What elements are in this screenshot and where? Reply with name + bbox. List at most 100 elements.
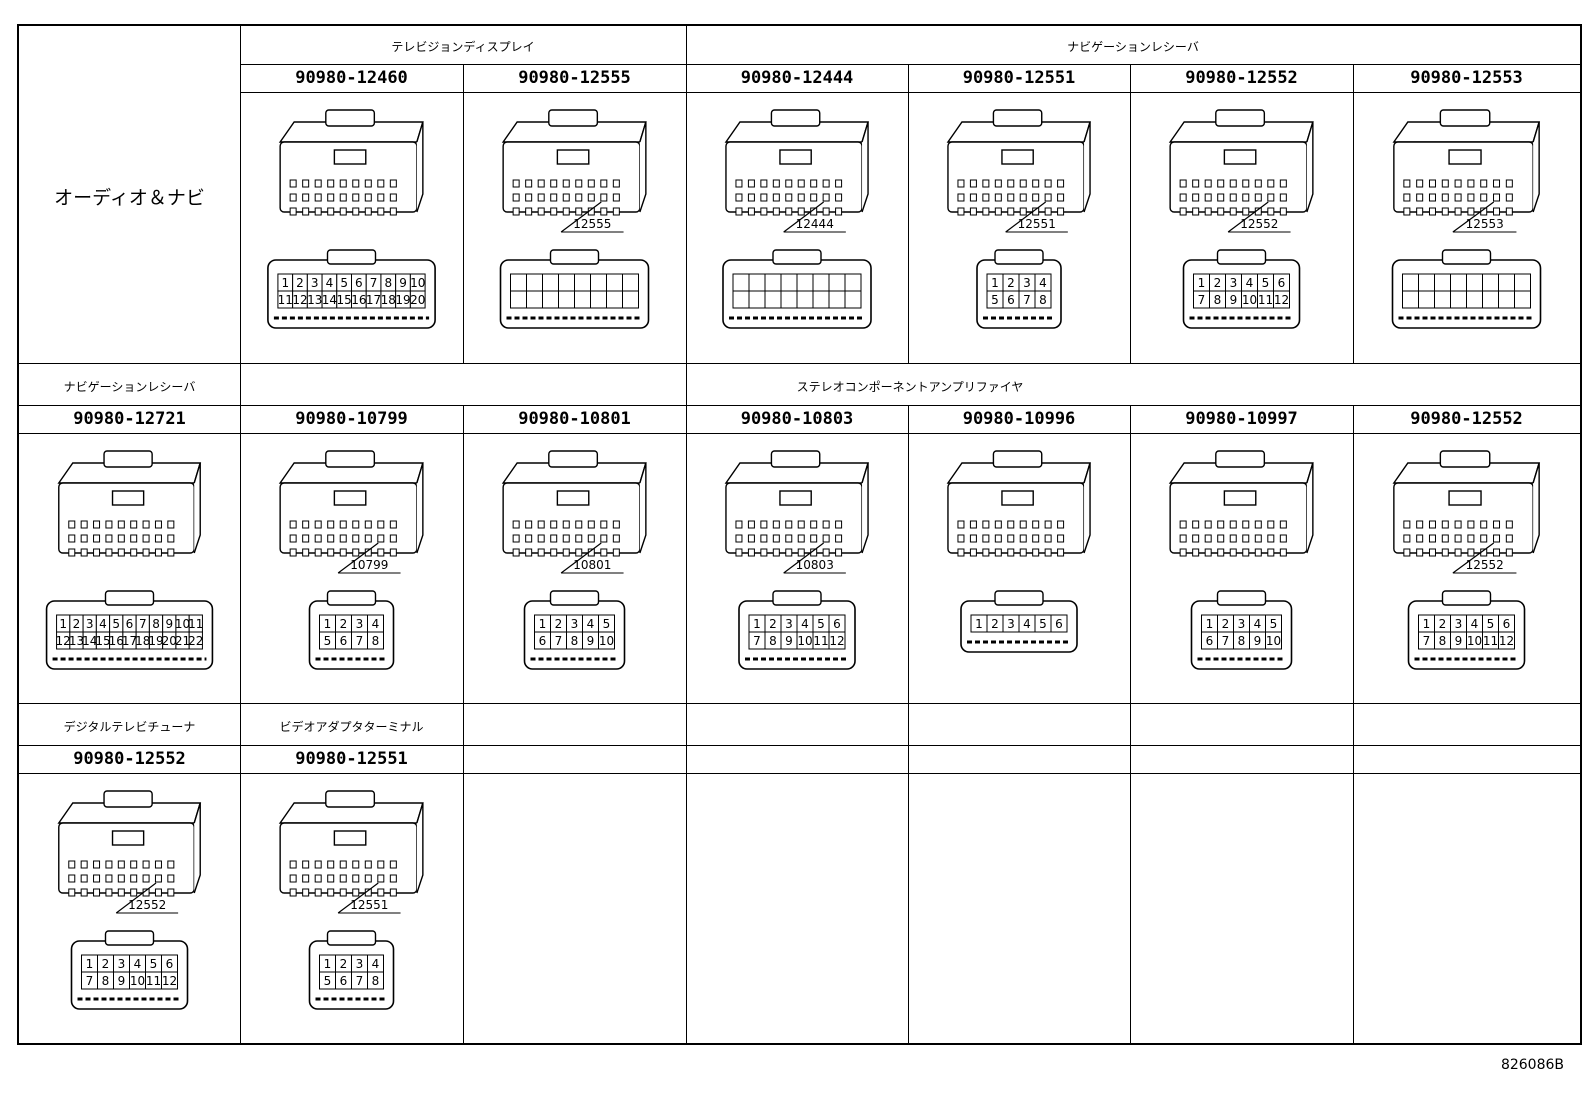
pin-number: 2 <box>73 617 81 631</box>
pin-cavity <box>574 273 591 292</box>
pin-number: 11 <box>1258 293 1273 307</box>
callout-label: 12552 <box>1240 217 1278 231</box>
connector-body-icon <box>1168 450 1314 557</box>
part-number: 90980-10801 <box>518 409 631 429</box>
pin-cavity <box>598 631 615 650</box>
pin-number: 5 <box>150 957 158 971</box>
pin-number: 15 <box>337 293 352 307</box>
callout-arrow-icon <box>115 882 179 914</box>
pin-number: 5 <box>324 634 332 648</box>
pin-number: 13 <box>69 634 84 648</box>
connector-body-icon <box>278 450 424 557</box>
pin-number: 9 <box>1455 634 1463 648</box>
pin-layout-icon <box>499 249 650 329</box>
pin-number: 5 <box>1039 617 1047 631</box>
pin-number: 5 <box>991 293 999 307</box>
pin-cavity <box>844 273 862 292</box>
pin-cavity <box>590 273 607 292</box>
pin-number: 20 <box>162 634 177 648</box>
pin-cavity <box>1466 273 1483 292</box>
pin-cavity <box>1402 273 1419 292</box>
connector-body-icon <box>278 790 424 897</box>
pin-number: 6 <box>1206 634 1214 648</box>
pin-number: 8 <box>769 634 777 648</box>
pin-number: 10 <box>797 634 812 648</box>
callout-label: 12553 <box>1466 217 1504 231</box>
main-category-label: オーディオ＆ナビ <box>54 187 205 209</box>
pin-number: 9 <box>1230 293 1238 307</box>
pin-number: 2 <box>1222 617 1230 631</box>
pin-cavity <box>622 273 639 292</box>
pin-number: 9 <box>118 974 126 988</box>
connector-body-icon <box>946 450 1091 557</box>
pin-cavity <box>161 971 178 990</box>
pin-layout-icon <box>1391 249 1542 329</box>
pin-number: 8 <box>372 974 380 988</box>
pin-cavity <box>606 273 623 292</box>
pin-number: 10 <box>175 617 190 631</box>
pin-number: 3 <box>1230 276 1238 290</box>
pin-number: 3 <box>86 617 94 631</box>
pin-number: 11 <box>813 634 828 648</box>
connector-table <box>17 24 1582 1045</box>
pin-number: 12 <box>162 974 177 988</box>
pin-cavity <box>1434 290 1451 309</box>
pin-cavity <box>796 273 814 292</box>
connector-body-icon <box>724 450 869 557</box>
pin-cavity <box>1450 290 1467 309</box>
pin-cavity <box>526 290 543 309</box>
pin-number: 4 <box>372 957 380 971</box>
pin-number: 6 <box>1278 276 1286 290</box>
pin-number: 1 <box>753 617 761 631</box>
pin-number: 8 <box>384 276 392 290</box>
pin-number: 7 <box>1222 634 1230 648</box>
pin-number: 16 <box>351 293 366 307</box>
pin-number: 4 <box>99 617 107 631</box>
pin-number: 12 <box>56 634 71 648</box>
group-label-stereo-amplifier: ステレオコンポーネントアンプリファイヤ <box>796 380 1024 394</box>
pin-cavity <box>844 290 862 309</box>
part-number: 90980-10799 <box>295 409 408 429</box>
pin-number: 5 <box>1487 617 1495 631</box>
pin-number: 6 <box>166 957 174 971</box>
pin-number: 3 <box>118 957 126 971</box>
pin-number: 5 <box>1262 276 1270 290</box>
pin-number: 2 <box>1439 617 1447 631</box>
pin-number: 3 <box>571 617 579 631</box>
pin-number: 9 <box>785 634 793 648</box>
pin-number: 2 <box>340 957 348 971</box>
connector-body-icon <box>278 109 424 216</box>
pin-number: 5 <box>340 276 348 290</box>
pin-number: 1 <box>991 276 999 290</box>
pin-number: 8 <box>152 617 160 631</box>
pin-cavity <box>558 273 575 292</box>
part-number: 90980-12721 <box>73 409 186 429</box>
pin-cavity <box>796 290 814 309</box>
part-number: 90980-12552 <box>1410 409 1523 429</box>
pin-number: 11 <box>188 617 203 631</box>
pin-number: 19 <box>148 634 163 648</box>
group-label-nav-receiver: ナビゲーションレシーバ <box>1067 40 1199 54</box>
pin-number: 9 <box>1254 634 1262 648</box>
pin-cavity <box>606 290 623 309</box>
pin-number: 4 <box>587 617 595 631</box>
callout-label: 10801 <box>573 558 611 572</box>
pin-number: 4 <box>1039 276 1047 290</box>
callout-arrow-icon <box>1005 201 1068 233</box>
pin-number: 12 <box>1274 293 1289 307</box>
connector-illustration: 12553 <box>1391 109 1542 329</box>
pin-number: 11 <box>146 974 161 988</box>
pin-number: 7 <box>356 974 364 988</box>
pin-number: 1 <box>324 957 332 971</box>
pin-number: 3 <box>785 617 793 631</box>
callout-arrow-icon <box>337 542 401 574</box>
pin-cavity <box>1482 290 1499 309</box>
pin-number: 19 <box>395 293 410 307</box>
pin-number: 3 <box>1238 617 1246 631</box>
